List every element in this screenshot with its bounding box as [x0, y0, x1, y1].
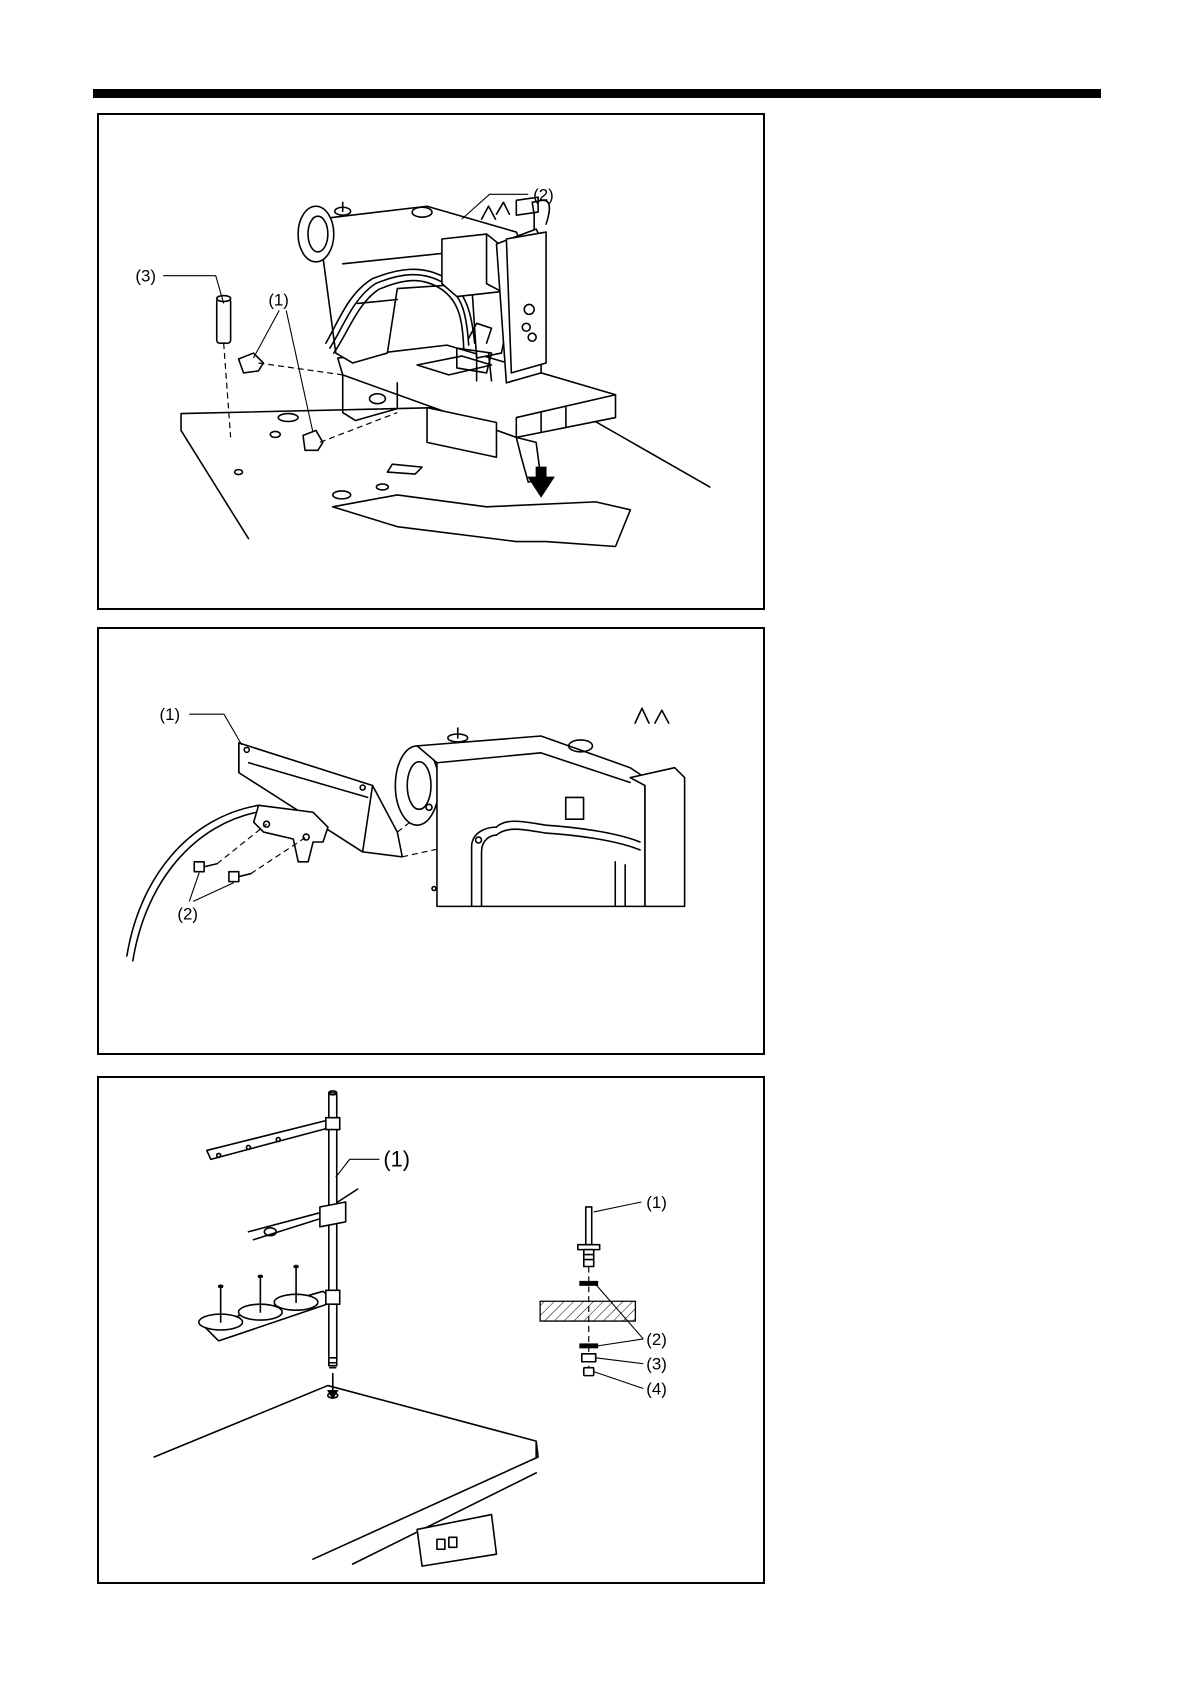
screw-shank — [239, 874, 251, 877]
figure-operation-panel-installation: (1) (2) — [97, 627, 765, 1055]
screw-shank — [204, 864, 217, 867]
head-rest-rod — [217, 299, 231, 344]
callout-main-1: (1) — [383, 1146, 410, 1171]
detail-pole — [586, 1207, 592, 1245]
callout-2: (2) — [533, 185, 554, 204]
callout-1: (1) — [268, 290, 289, 309]
stand-top-arm — [207, 1121, 330, 1160]
leader-2 — [189, 873, 234, 902]
screw — [194, 862, 204, 872]
callout-detail-1: (1) — [646, 1193, 667, 1212]
guide-clamp — [320, 1202, 346, 1227]
table-hole — [278, 414, 298, 422]
leader-detail-4 — [594, 1372, 644, 1389]
table-hole — [235, 470, 243, 475]
leader-detail-3 — [596, 1358, 644, 1364]
figure-thread-stand-installation: (1) (2) (3) (4) (1) — [97, 1076, 765, 1584]
thread-guides — [635, 708, 669, 723]
callout-detail-2: (2) — [646, 1330, 667, 1349]
callout-detail-4: (4) — [646, 1379, 667, 1398]
nut — [582, 1354, 596, 1362]
stand-pole — [329, 1093, 337, 1366]
hinge-seat — [387, 464, 422, 474]
plate-clamp — [326, 1290, 340, 1304]
operation-panel-face — [506, 232, 546, 373]
arm-clamp — [326, 1118, 340, 1130]
operation-panel-illustration: (1) (2) — [99, 629, 763, 1053]
panel-cable — [133, 811, 262, 961]
leader-1 — [189, 714, 242, 745]
screw — [229, 872, 239, 882]
hinge-part — [303, 430, 323, 450]
table-hole — [376, 484, 388, 490]
figure-machine-head-installation: (3) (1) (2) — [97, 113, 765, 610]
motor-pulley — [369, 394, 385, 404]
callout-1: (1) — [160, 705, 181, 724]
table-hole — [333, 491, 351, 499]
table-section — [540, 1301, 635, 1321]
machine-head-illustration: (3) (1) (2) — [99, 115, 763, 608]
thread-stand-illustration: (1) (2) (3) (4) (1) — [99, 1078, 763, 1582]
mounting-hole — [432, 887, 436, 891]
table-hole — [270, 431, 280, 437]
washer-lower — [580, 1344, 598, 1348]
head-rest-top — [217, 296, 231, 302]
detail-pole-thread — [584, 1250, 594, 1267]
cap — [584, 1368, 594, 1376]
callout-3: (3) — [135, 267, 156, 286]
header-rule — [93, 89, 1101, 98]
callout-detail-3: (3) — [646, 1355, 667, 1374]
head-rest-insert-line — [224, 343, 231, 437]
washer-upper — [580, 1281, 598, 1285]
table-opening — [333, 495, 631, 547]
callout-2: (2) — [177, 904, 198, 923]
leader-main-1 — [336, 1159, 380, 1177]
leader-3 — [163, 276, 224, 304]
leader-detail-1 — [594, 1202, 642, 1212]
